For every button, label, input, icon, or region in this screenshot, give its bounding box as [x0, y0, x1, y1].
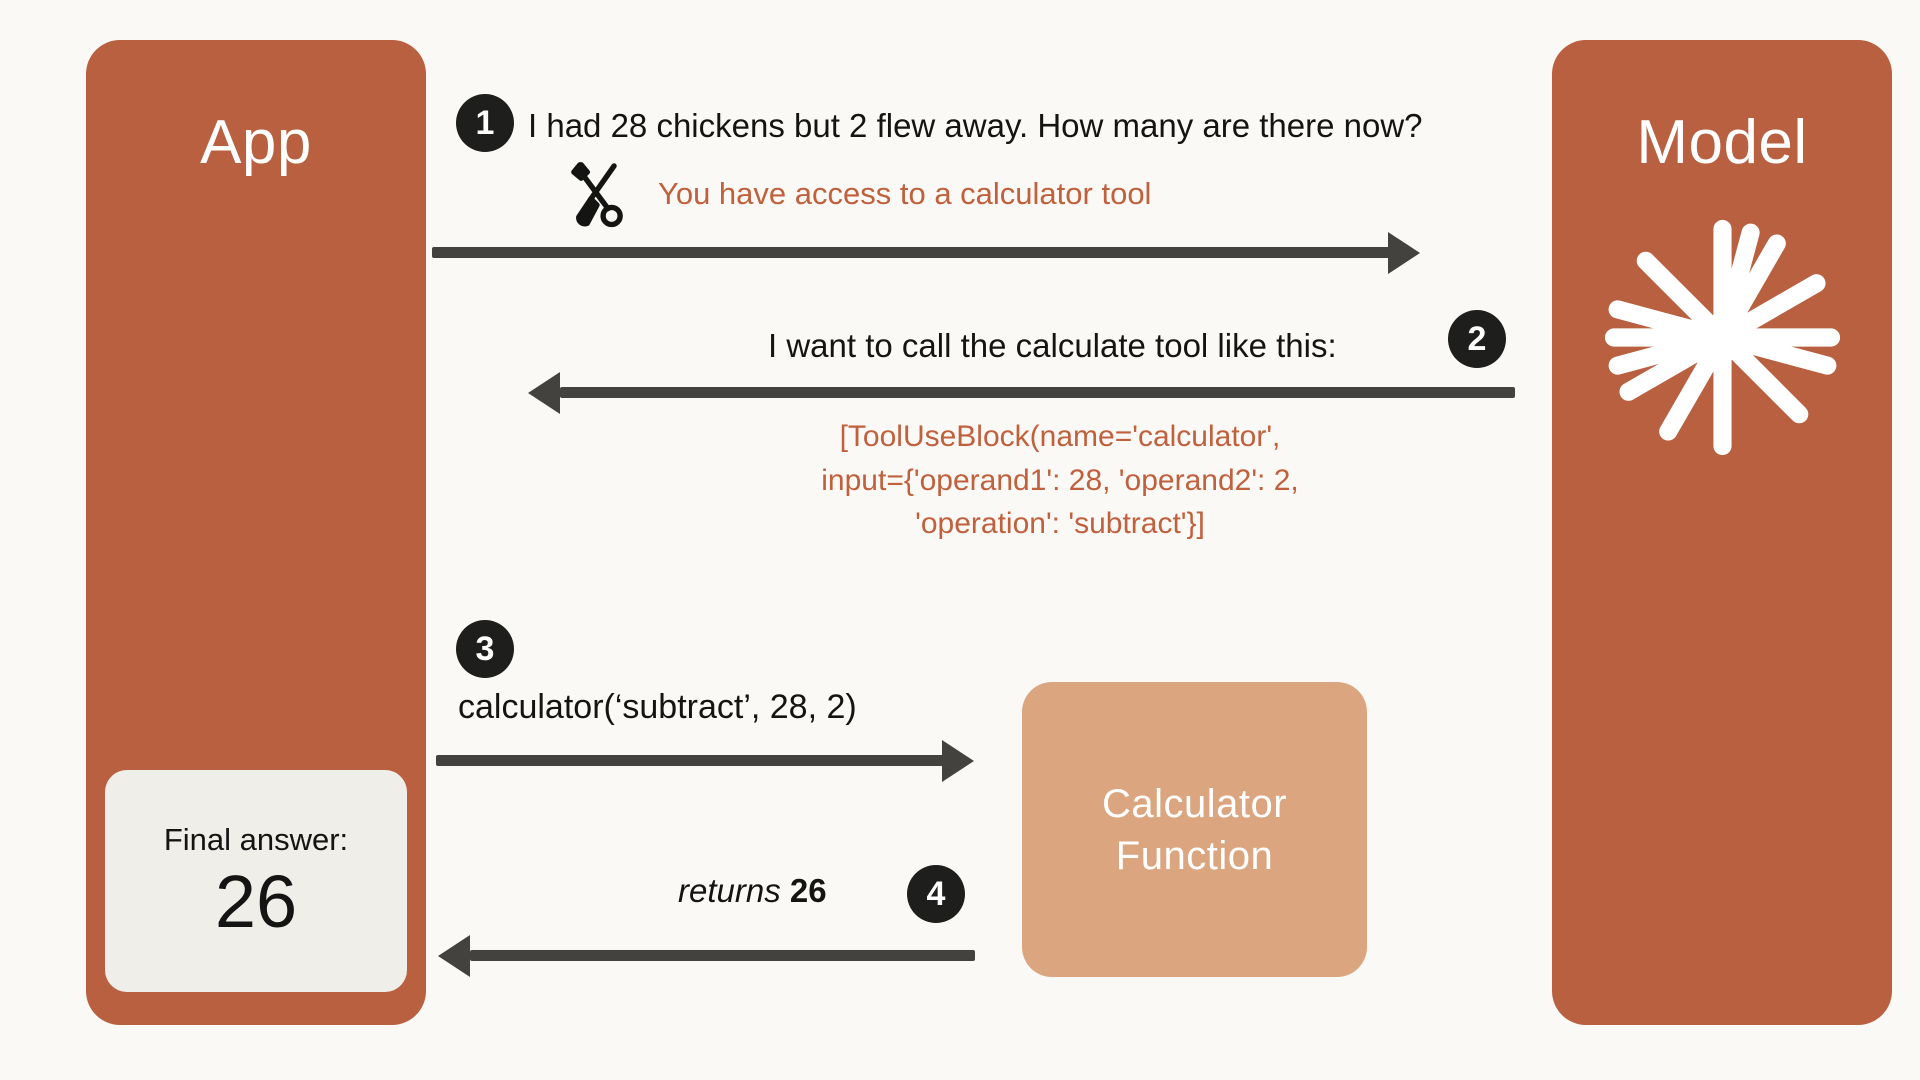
tool-use-block: [ToolUseBlock(name='calculator', input={…: [700, 415, 1420, 546]
arrow-app-to-calculator: [436, 755, 952, 766]
step-badge-3: 3: [456, 620, 514, 678]
step-1-tool-note: You have access to a calculator tool: [658, 176, 1152, 211]
tool-use-block-line-2: input={'operand1': 28, 'operand2': 2,: [821, 463, 1299, 497]
arrow-app-to-model-head: [1388, 232, 1420, 274]
calculator-box-line-1: Calculator: [1101, 781, 1288, 826]
step-4-message-value: 26: [789, 872, 827, 909]
step-3-message: calculator(‘subtract’, 28, 2): [458, 688, 857, 726]
arrow-model-to-app-head: [528, 372, 560, 414]
step-4-message: returns 26: [678, 872, 827, 910]
step-badge-4: 4: [907, 865, 965, 923]
tool-use-block-line-3: 'operation': 'subtract'}]: [915, 507, 1205, 540]
step-badge-2: 2: [1448, 310, 1506, 368]
final-answer-label: Final answer:: [163, 821, 349, 857]
tool-use-block-line-1: [ToolUseBlock(name='calculator',: [839, 420, 1281, 453]
app-panel-title: App: [200, 108, 312, 177]
step-4-message-prefix: returns: [678, 872, 781, 909]
step-1-tool-hint: You have access to a calculator tool: [558, 155, 1151, 233]
calculator-function-box: Calculator Function: [1022, 682, 1367, 977]
arrow-calculator-to-app: [470, 950, 975, 961]
starburst-icon: [1604, 219, 1841, 456]
final-answer-value: 26: [214, 859, 298, 943]
arrow-calculator-to-app-head: [438, 935, 470, 977]
final-answer-card: Final answer: 26: [105, 770, 407, 992]
model-panel-title: Model: [1636, 108, 1808, 177]
arrow-model-to-app: [560, 387, 1515, 398]
step-badge-1: 1: [456, 94, 514, 152]
arrow-app-to-model: [432, 247, 1397, 258]
step-2-message: I want to call the calculate tool like t…: [768, 327, 1337, 364]
calculator-box-line-2: Function: [1115, 833, 1274, 878]
step-1-message: I had 28 chickens but 2 flew away. How m…: [528, 107, 1423, 144]
model-panel: Model: [1552, 40, 1892, 1025]
tools-icon: [571, 162, 623, 228]
arrow-app-to-calculator-head: [942, 740, 974, 782]
